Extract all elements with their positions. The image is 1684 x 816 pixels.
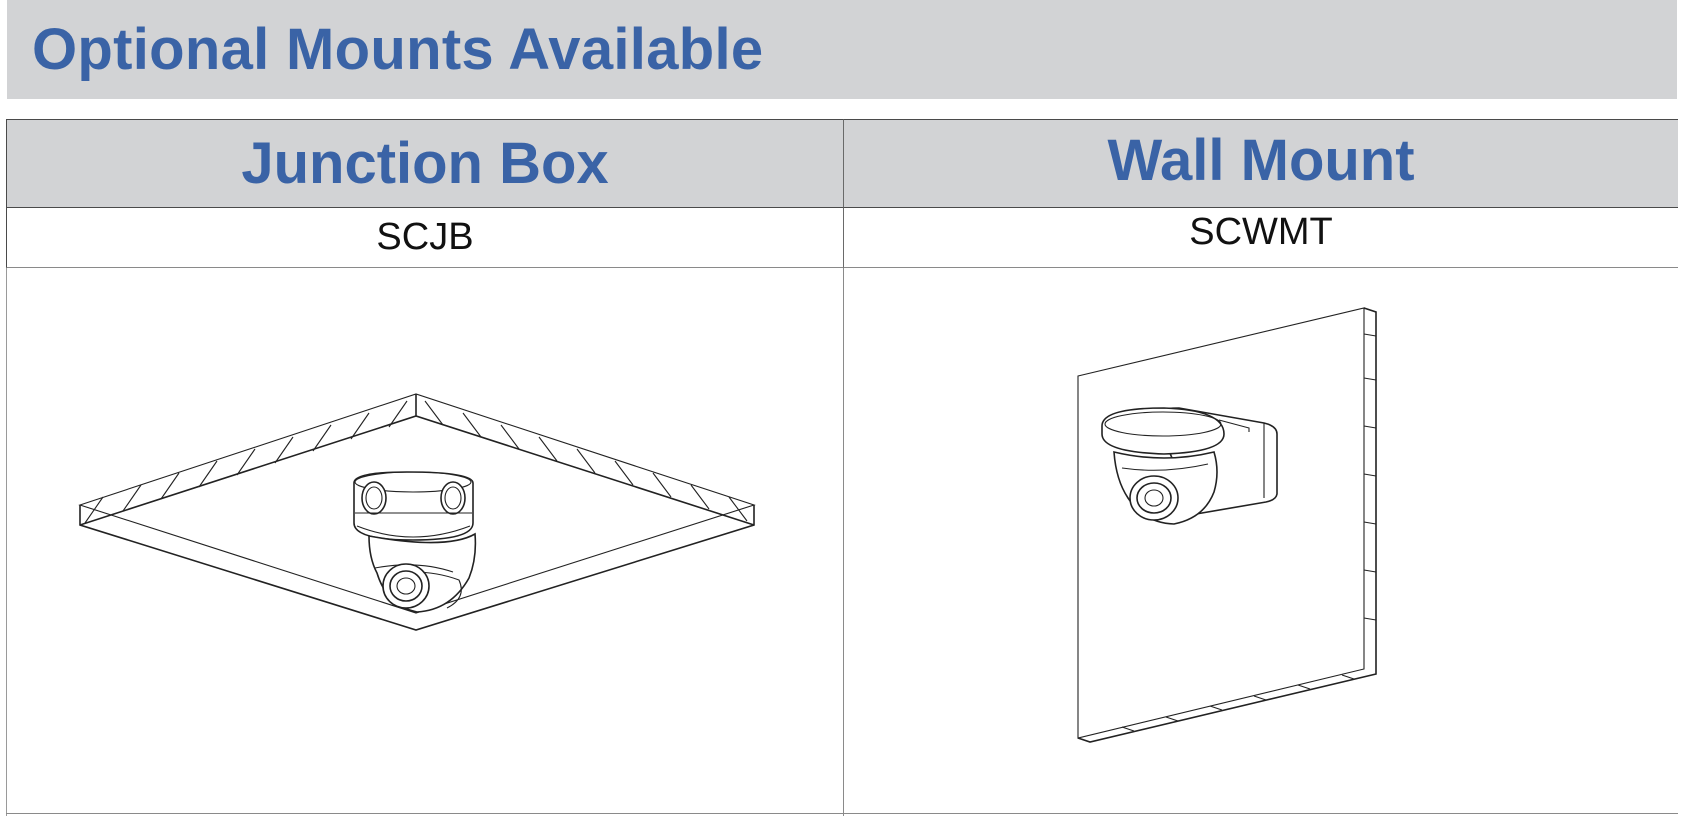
wall-mount-model: SCWMT	[1189, 211, 1333, 253]
junction-box-image-cell	[6, 268, 844, 816]
table-bottom-border	[6, 813, 1678, 814]
junction-box-illustration	[78, 393, 756, 631]
wall-mount-camera-icon	[1101, 407, 1278, 525]
junction-box-header: Junction Box	[6, 119, 844, 208]
wall-panel	[1077, 307, 1377, 743]
junction-box-title: Junction Box	[241, 131, 609, 196]
junction-box-model: SCJB	[376, 216, 474, 258]
wall-mount-model-cell: SCWMT	[844, 208, 1678, 268]
junction-box-model-cell: SCJB	[6, 208, 844, 268]
wall-mount-title: Wall Mount	[1107, 128, 1415, 193]
page-title: Optional Mounts Available	[32, 17, 764, 82]
ceiling-slab	[78, 393, 756, 631]
title-bar: Optional Mounts Available	[7, 0, 1677, 99]
wall-mount-header: Wall Mount	[844, 119, 1678, 208]
wall-mount-illustration	[1077, 307, 1377, 743]
wall-mount-image-cell	[844, 268, 1678, 816]
junction-box-icon	[353, 471, 477, 613]
mounts-table: Junction Box Wall Mount SCJB SCWMT	[6, 119, 1678, 816]
